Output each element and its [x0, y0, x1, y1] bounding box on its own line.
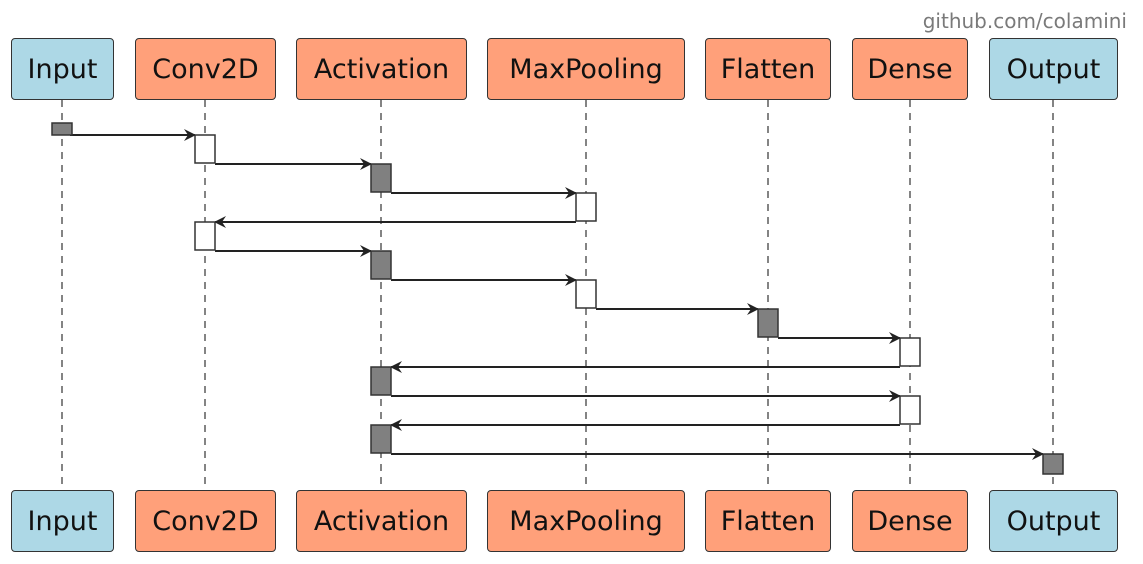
participant-conv2d-bottom: Conv2D [135, 490, 276, 552]
participant-conv2d-top: Conv2D [135, 38, 276, 100]
participant-dense-bottom: Dense [852, 490, 968, 552]
participant-output-bottom: Output [989, 490, 1118, 552]
activation-bar-conv2d [194, 221, 216, 251]
activation-bar-activation [370, 163, 392, 193]
participant-activation-bottom: Activation [296, 490, 467, 552]
activation-bar-flatten [757, 308, 779, 338]
activation-bar-dense [899, 395, 921, 425]
activation-bar-dense [899, 337, 921, 367]
participant-input-bottom: Input [11, 490, 114, 552]
participant-flatten-top: Flatten [705, 38, 831, 100]
activation-bar-activation [370, 366, 392, 396]
activation-bar-activation [370, 424, 392, 454]
activation-bar-maxpooling [575, 192, 597, 222]
watermark-text: github.com/colamini [922, 9, 1127, 33]
participant-input-top: Input [11, 38, 114, 100]
activation-bar-input [51, 122, 73, 136]
activation-bar-conv2d [194, 134, 216, 164]
participant-flatten-bottom: Flatten [705, 490, 831, 552]
participant-activation-top: Activation [296, 38, 467, 100]
participant-output-top: Output [989, 38, 1118, 100]
activation-bar-output [1042, 453, 1064, 475]
activation-bar-maxpooling [575, 279, 597, 309]
participant-maxpooling-top: MaxPooling [487, 38, 685, 100]
participant-maxpooling-bottom: MaxPooling [487, 490, 685, 552]
activation-bar-activation [370, 250, 392, 280]
participant-dense-top: Dense [852, 38, 968, 100]
